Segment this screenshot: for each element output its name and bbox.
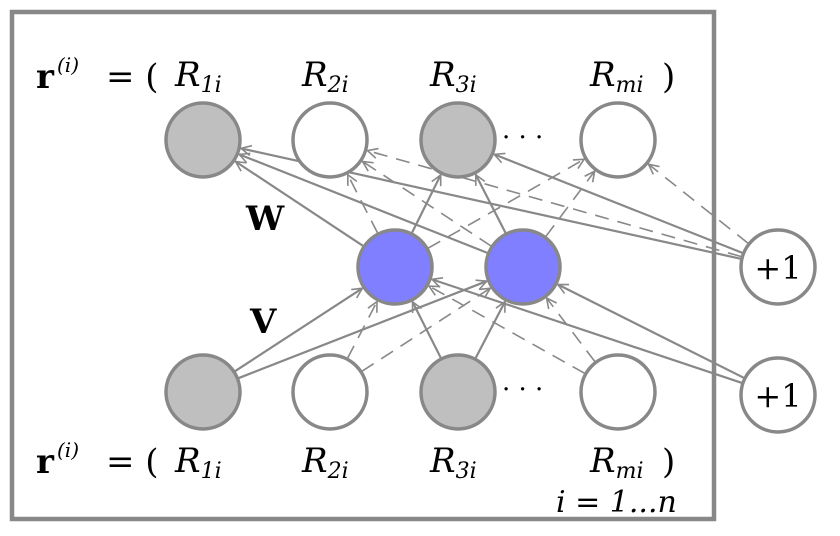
edge-bias-hid-1 xyxy=(432,279,743,384)
edge-bias-out-2 xyxy=(368,151,742,258)
bias-node-input xyxy=(739,356,817,434)
bottom-ellipsis: · · · xyxy=(502,375,543,405)
hidden-node-hid-1 xyxy=(356,228,434,306)
edge-w-hid-2-out-1 xyxy=(239,154,489,255)
edge-w-hid-2-out-m xyxy=(545,171,595,238)
bottom-equals-paren: = ( xyxy=(106,442,159,482)
weight-label-v: V xyxy=(249,302,277,342)
top-ellipsis: · · · xyxy=(502,123,543,153)
input-node-in-1 xyxy=(164,353,242,431)
bias-label-input: +1 xyxy=(754,377,801,415)
edge-w-hid-2-out-2 xyxy=(363,161,492,247)
weight-label-w: W xyxy=(245,199,285,239)
bottom-rating-label-3: R3i xyxy=(429,441,477,484)
edge-v-in-3-hid-2 xyxy=(474,302,506,359)
top-labels: R1i R2i R3i Rmi xyxy=(174,55,644,98)
hidden-node-hid-2 xyxy=(484,228,562,306)
bottom-r-symbol: r xyxy=(36,442,55,482)
edge-w-hid-1-out-m xyxy=(427,159,584,249)
output-node-out-1 xyxy=(164,101,242,179)
top-rating-label-4: Rmi xyxy=(589,55,644,98)
plate-label: i = 1...n xyxy=(556,485,677,520)
input-node-in-2 xyxy=(291,353,369,431)
plate-frame xyxy=(9,9,717,522)
bottom-labels: R1i R2i R3i Rmi xyxy=(174,441,644,484)
output-node-out-2 xyxy=(291,101,369,179)
bottom-rating-label-1: R1i xyxy=(174,441,222,484)
edge-v-in-1-hid-1 xyxy=(234,288,362,373)
edge-v-in-2-hid-1 xyxy=(346,302,377,359)
bottom-r-superscript: (i) xyxy=(57,438,79,462)
edge-v-in-3-hid-1 xyxy=(411,302,442,359)
edge-bias-out-m xyxy=(649,164,749,245)
top-equation: r (i) = ( ) xyxy=(36,53,675,97)
top-rating-label-1: R1i xyxy=(174,55,222,98)
edge-v-in-m-hid-1 xyxy=(429,286,586,375)
top-rating-label-3: R3i xyxy=(429,55,477,98)
edge-bias-hid-2 xyxy=(558,283,745,379)
edge-w-hid-1-out-1 xyxy=(236,162,364,247)
bottom-close-paren: ) xyxy=(662,442,675,482)
output-node-out-m xyxy=(579,101,657,179)
top-close-paren: ) xyxy=(662,57,675,97)
bias-node-hidden xyxy=(739,228,817,306)
top-r-symbol: r xyxy=(36,57,55,97)
input-node-in-3 xyxy=(419,353,497,431)
bottom-equation: r (i) = ( ) xyxy=(36,438,675,482)
top-equals-paren: = ( xyxy=(106,57,159,97)
input-node-in-m xyxy=(579,353,657,431)
output-node-out-3 xyxy=(419,101,497,179)
bottom-rating-label-2: R2i xyxy=(301,441,349,484)
edge-bias-out-3 xyxy=(494,154,744,255)
bottom-rating-label-4: Rmi xyxy=(589,441,644,484)
edge-v-in-m-hid-2 xyxy=(547,298,596,363)
nodes xyxy=(164,101,817,434)
top-rating-label-2: R2i xyxy=(301,55,349,98)
bias-label-hidden: +1 xyxy=(754,249,801,287)
top-r-superscript: (i) xyxy=(57,53,79,77)
